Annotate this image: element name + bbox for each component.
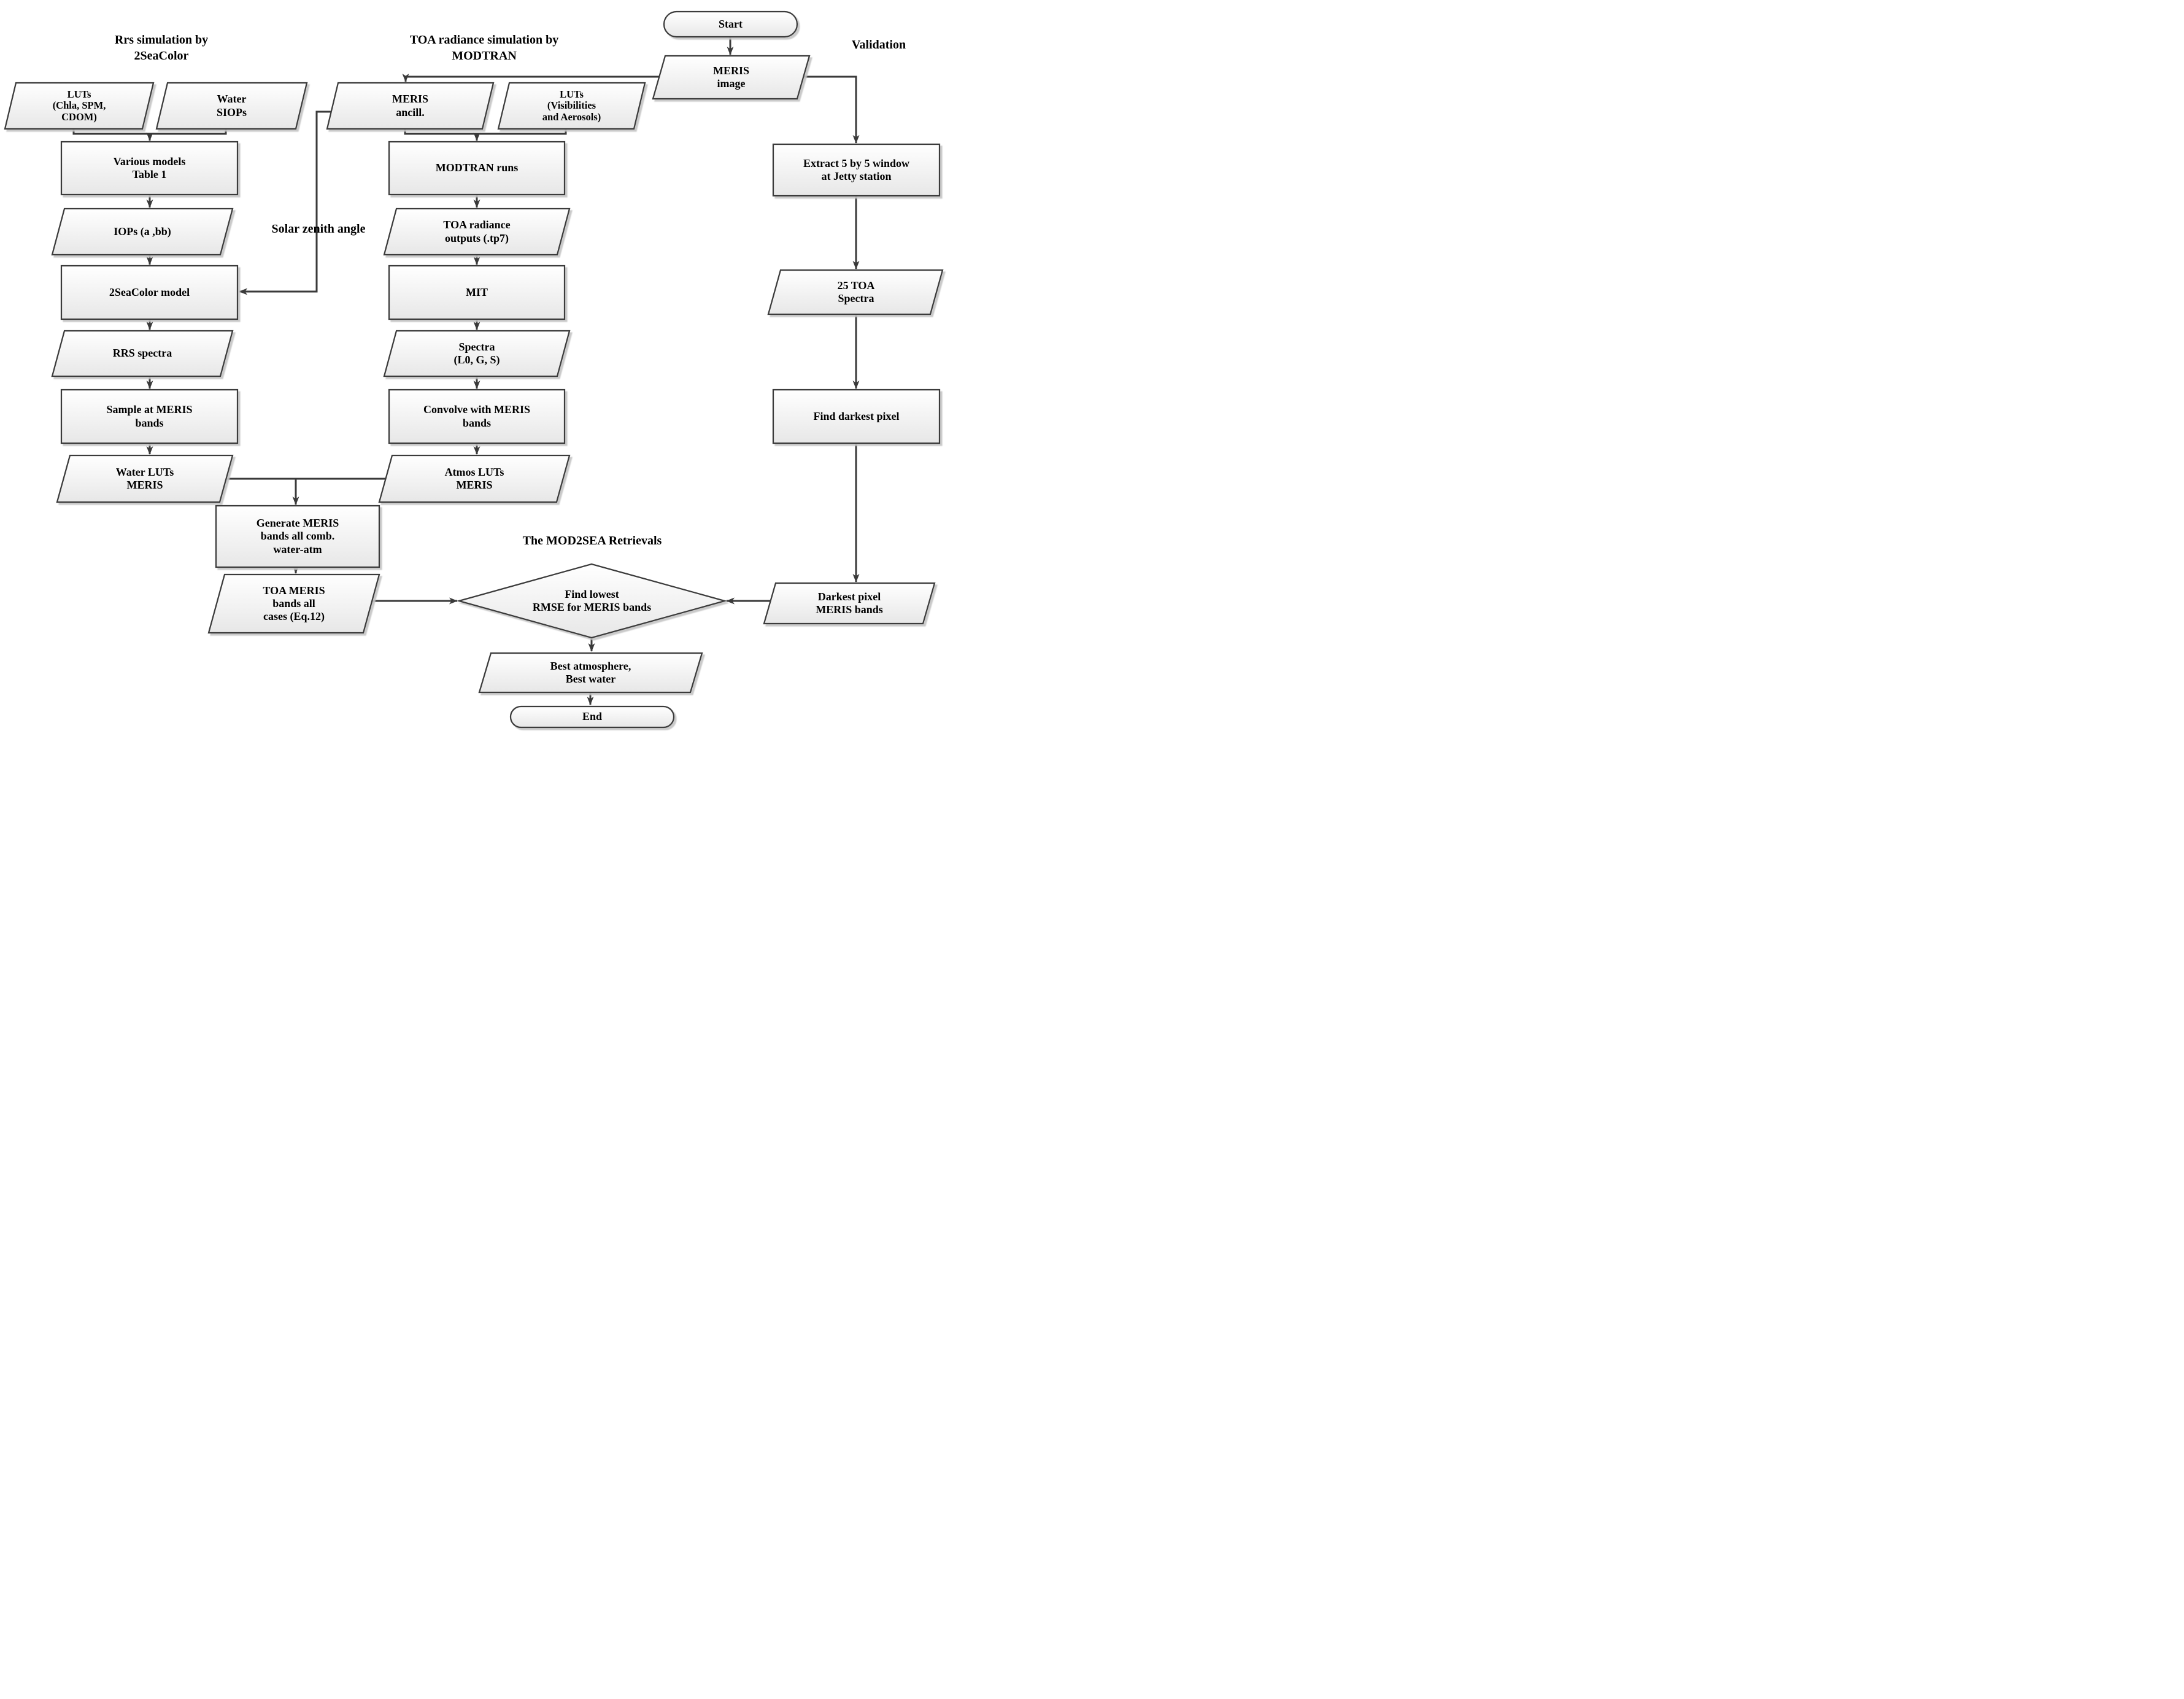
edge-luts-bracket-left xyxy=(72,129,227,135)
shapes-group xyxy=(4,10,944,729)
toa-meris-cases-shape xyxy=(207,573,380,634)
luts-vis-shape xyxy=(497,82,646,130)
meris-image-shape xyxy=(652,55,811,100)
flowchart-canvas: Rrs simulation by 2SeaColor TOA radiance… xyxy=(0,0,949,738)
water-siops-shape xyxy=(155,82,308,130)
edge-luts-bracket-mid xyxy=(404,129,567,135)
edge-merisimage-to-ancill xyxy=(402,74,659,82)
atmos-luts-shape xyxy=(378,454,571,503)
iops-shape xyxy=(51,207,234,256)
diagram-layer xyxy=(4,10,944,729)
extract-window-shape xyxy=(772,143,941,197)
edges-group xyxy=(72,37,860,705)
find-rmse-diamond-shape xyxy=(456,563,728,639)
various-models-shape xyxy=(60,141,239,196)
mit-shape xyxy=(388,265,566,320)
darkest-pixel-bands-shape xyxy=(763,582,936,625)
meris-ancill-shape xyxy=(326,82,495,130)
start-shape xyxy=(663,10,798,38)
modtran-runs-shape xyxy=(388,141,566,196)
rrs-spectra-shape xyxy=(51,330,234,377)
water-luts-shape xyxy=(56,454,234,503)
best-atm-shape xyxy=(478,652,703,694)
toa-outputs-shape xyxy=(383,207,571,256)
edge-solar-zenith xyxy=(239,110,331,295)
seacolor-model-shape xyxy=(60,265,239,320)
spectra-l0gs-shape xyxy=(383,330,571,377)
generate-comb-shape xyxy=(215,505,380,568)
find-darkest-shape xyxy=(772,389,941,444)
toa-spectra-25-shape xyxy=(767,269,944,315)
sample-meris-shape xyxy=(60,389,239,444)
end-shape xyxy=(509,705,675,729)
edge-merisimage-to-extract xyxy=(803,75,860,144)
luts-chla-shape xyxy=(4,82,155,130)
convolve-meris-shape xyxy=(388,389,566,444)
